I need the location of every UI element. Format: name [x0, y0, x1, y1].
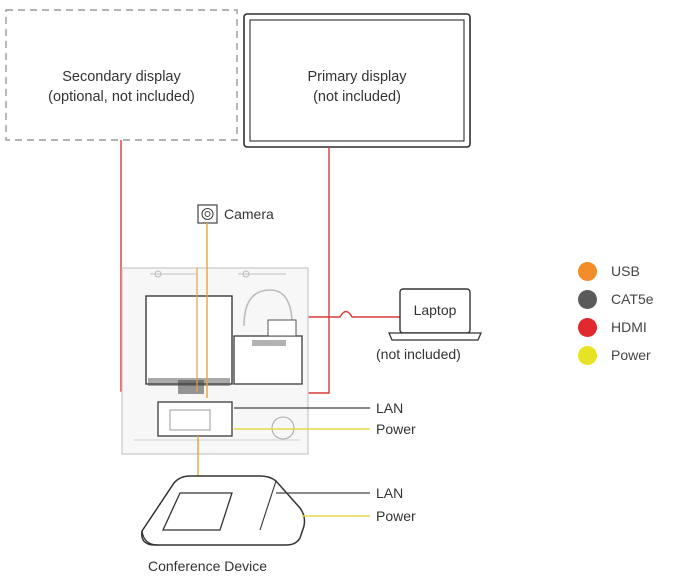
laptop-label: Laptop: [413, 302, 457, 318]
conference-device-icon: [141, 475, 306, 546]
camera-icon: [197, 204, 218, 224]
hub-mounting-plate: [121, 267, 309, 455]
usb-color-dot: [578, 261, 597, 281]
hub-power-label: Power: [376, 421, 416, 437]
camera-label: Camera: [224, 206, 274, 222]
hub-lan-label: LAN: [376, 400, 404, 416]
hdmi-cable-primary: [302, 147, 330, 394]
legend-item-usb: USB: [578, 260, 640, 282]
primary-display-title: Primary display: [307, 69, 407, 85]
secondary-display-note: (optional, not included): [48, 89, 195, 105]
laptop-icon: [388, 288, 482, 341]
hdmi-color-dot: [578, 317, 597, 337]
legend-label-cat5e: CAT5e: [611, 291, 654, 307]
laptop-note: (not included): [376, 346, 461, 362]
power-color-dot: [578, 345, 597, 365]
legend-item-hdmi: HDMI: [578, 316, 647, 338]
legend-label-usb: USB: [611, 263, 640, 279]
legend-item-cat5e: CAT5e: [578, 288, 654, 310]
hdmi-cable-laptop: [267, 310, 400, 337]
primary-display: Primary display (not included): [250, 67, 464, 107]
legend-label-hdmi: HDMI: [611, 319, 647, 335]
device-power-label: Power: [376, 508, 416, 524]
cat5e-color-dot: [578, 289, 597, 309]
device-lan-label: LAN: [376, 485, 404, 501]
primary-display-inner: [249, 19, 465, 142]
secondary-display-title: Secondary display: [62, 69, 181, 85]
legend-item-power: Power: [578, 344, 651, 366]
conference-device-label: Conference Device: [148, 558, 268, 574]
secondary-display: Secondary display (optional, not include…: [6, 67, 237, 107]
primary-display-note: (not included): [313, 89, 401, 105]
secondary-display-shape: [5, 9, 238, 141]
legend-label-power: Power: [611, 347, 651, 363]
